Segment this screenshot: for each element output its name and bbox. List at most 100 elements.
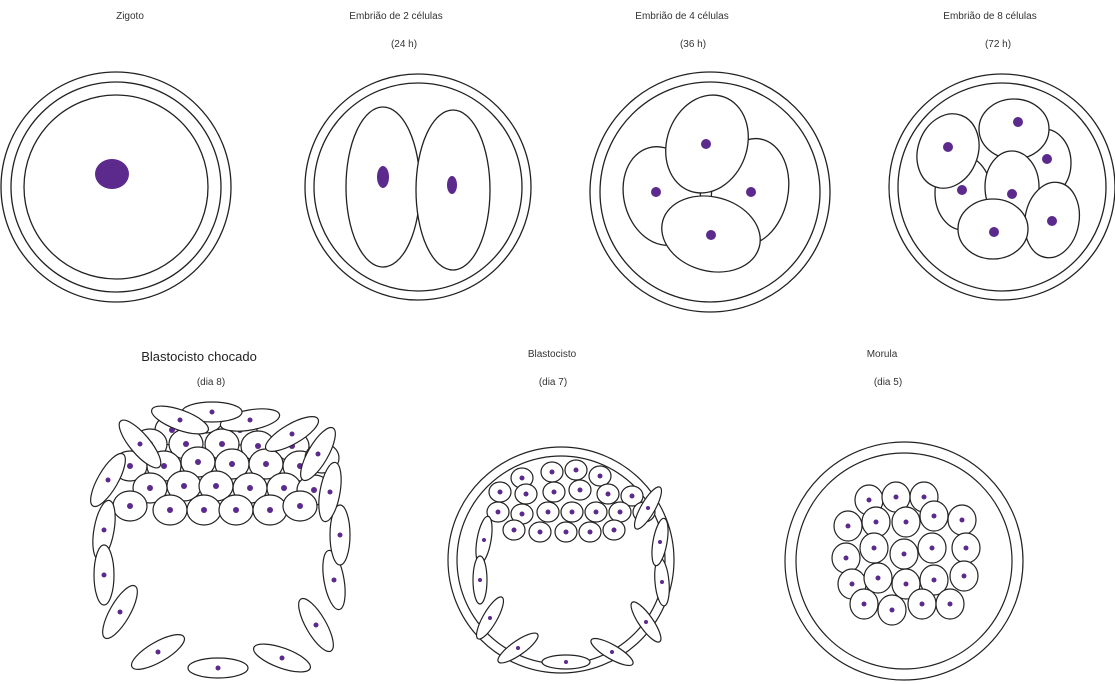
nucleus bbox=[127, 463, 133, 469]
morula-figure bbox=[785, 442, 1023, 680]
nucleus bbox=[844, 556, 849, 561]
nucleus bbox=[248, 418, 253, 423]
nucleus bbox=[106, 478, 111, 483]
nucleus bbox=[850, 582, 855, 587]
nucleus bbox=[181, 483, 187, 489]
nucleus bbox=[948, 602, 953, 607]
nucleus bbox=[520, 476, 525, 481]
nucleus bbox=[538, 530, 543, 535]
nucleus bbox=[167, 507, 173, 513]
nucleus bbox=[644, 620, 648, 624]
nucleus bbox=[904, 582, 909, 587]
nucleus bbox=[606, 492, 611, 497]
nucleus bbox=[195, 459, 201, 465]
nucleus bbox=[867, 498, 872, 503]
nucleus bbox=[229, 461, 235, 467]
nucleus bbox=[746, 187, 756, 197]
nucleus bbox=[564, 530, 569, 535]
nucleus bbox=[932, 578, 937, 583]
nucleus bbox=[524, 492, 529, 497]
nucleus bbox=[1042, 154, 1052, 164]
nucleus bbox=[630, 494, 635, 499]
nucleus bbox=[496, 510, 501, 515]
nucleus bbox=[610, 650, 614, 654]
nucleus bbox=[314, 623, 319, 628]
nucleus bbox=[512, 528, 517, 533]
nucleus bbox=[570, 510, 575, 515]
nucleus bbox=[297, 503, 303, 509]
blastocyst-figure bbox=[448, 447, 674, 673]
eight-cell-embryo-figure bbox=[889, 74, 1115, 300]
nucleus bbox=[588, 530, 593, 535]
nucleus bbox=[156, 650, 161, 655]
nucleus bbox=[874, 520, 879, 525]
nucleus bbox=[377, 166, 389, 188]
zygote-nucleus bbox=[95, 159, 129, 189]
nucleus bbox=[964, 546, 969, 551]
nucleus bbox=[989, 227, 999, 237]
nucleus bbox=[102, 528, 107, 533]
nucleus bbox=[706, 230, 716, 240]
nucleus bbox=[960, 518, 965, 523]
nucleus bbox=[127, 503, 133, 509]
nucleus bbox=[932, 514, 937, 519]
nucleus bbox=[902, 552, 907, 557]
nucleus bbox=[102, 573, 107, 578]
nucleus bbox=[183, 441, 189, 447]
nucleus bbox=[564, 660, 568, 664]
nucleus bbox=[516, 646, 520, 650]
nucleus bbox=[316, 452, 321, 457]
nucleus bbox=[267, 507, 273, 513]
two-cell-embryo-figure bbox=[305, 74, 531, 300]
nucleus bbox=[920, 602, 925, 607]
nucleus bbox=[210, 410, 215, 415]
blastomere bbox=[979, 99, 1049, 159]
nucleus bbox=[962, 574, 967, 579]
nucleus bbox=[255, 443, 261, 449]
nucleus bbox=[338, 533, 343, 538]
nucleus bbox=[894, 495, 899, 500]
nucleus bbox=[178, 418, 183, 423]
nucleus bbox=[862, 602, 867, 607]
nucleus bbox=[578, 488, 583, 493]
nucleus bbox=[118, 610, 123, 615]
nucleus bbox=[488, 616, 492, 620]
nucleus bbox=[161, 463, 167, 469]
nucleus bbox=[957, 185, 967, 195]
nucleus bbox=[201, 507, 207, 513]
nucleus bbox=[247, 485, 253, 491]
nucleus bbox=[930, 546, 935, 551]
nucleus bbox=[216, 666, 221, 671]
nucleus bbox=[447, 176, 457, 194]
nucleus bbox=[546, 510, 551, 515]
nucleus bbox=[701, 139, 711, 149]
nucleus bbox=[147, 485, 153, 491]
nucleus bbox=[482, 538, 486, 542]
nucleus bbox=[594, 510, 599, 515]
nucleus bbox=[651, 187, 661, 197]
nucleus bbox=[872, 546, 877, 551]
nucleus bbox=[1013, 117, 1023, 127]
nucleus bbox=[280, 656, 285, 661]
nucleus bbox=[520, 512, 525, 517]
nucleus bbox=[1047, 216, 1057, 226]
nucleus bbox=[658, 540, 662, 544]
nucleus bbox=[943, 142, 953, 152]
nucleus bbox=[281, 485, 287, 491]
nucleus bbox=[290, 432, 295, 437]
hatched-blastocyst-figure bbox=[84, 400, 350, 678]
nucleus bbox=[478, 578, 482, 582]
nucleus bbox=[598, 474, 603, 479]
nucleus bbox=[263, 461, 269, 467]
nucleus bbox=[660, 580, 664, 584]
nucleus bbox=[233, 507, 239, 513]
nucleus bbox=[904, 520, 909, 525]
nucleus bbox=[138, 442, 143, 447]
nucleus bbox=[213, 483, 219, 489]
nucleus bbox=[574, 468, 579, 473]
four-cell-embryo-figure bbox=[590, 72, 830, 312]
nucleus bbox=[332, 578, 337, 583]
nucleus bbox=[328, 490, 333, 495]
